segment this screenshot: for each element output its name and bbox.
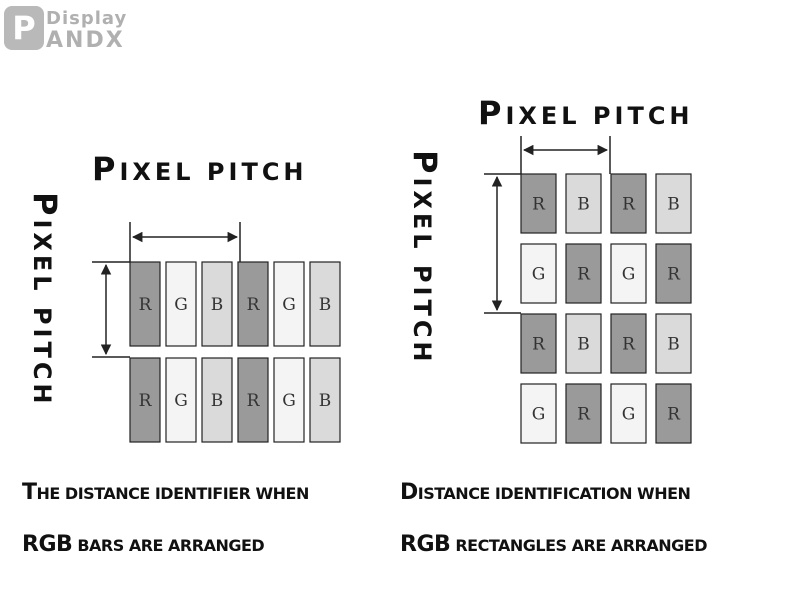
- right-cell-label-0-1: B: [577, 195, 590, 215]
- right-cell-2-2: [610, 313, 647, 374]
- right-cell-3-0: [520, 383, 557, 444]
- right-cell-1-2: [610, 243, 647, 304]
- right-cell-2-3: [655, 313, 692, 374]
- left-title-top: PIXEL PITCH: [92, 150, 308, 188]
- left-cell-0-0: [129, 261, 161, 347]
- right-cell-label-3-1: R: [577, 405, 591, 425]
- right-caption-line1: DISTANCE IDENTIFICATION WHEN: [400, 480, 691, 505]
- left-cell-1-5: [309, 357, 341, 443]
- left-cell-1-4: [273, 357, 305, 443]
- left-cell-label-0-4: G: [282, 295, 296, 315]
- right-cell-label-2-1: B: [577, 335, 590, 355]
- right-cell-3-3: [655, 383, 692, 444]
- left-cell-label-1-2: B: [211, 391, 224, 411]
- left-cell-1-3: [237, 357, 269, 443]
- right-cell-1-0: [520, 243, 557, 304]
- left-rgb-bar-grid: R G B R G B R G B R G B: [129, 261, 341, 443]
- left-cell-label-1-4: G: [282, 391, 296, 411]
- left-cell-0-4: [273, 261, 305, 347]
- logo-line2: ANDX: [46, 28, 125, 53]
- right-cell-label-3-2: G: [622, 405, 636, 425]
- left-cell-label-1-1: G: [174, 391, 188, 411]
- right-cell-0-2: [610, 173, 647, 234]
- left-cell-label-1-0: R: [139, 391, 153, 411]
- right-rgb-rect-grid: R B R B G R G R R B R B G R G R: [520, 173, 692, 444]
- logo: P Display ANDX: [4, 4, 144, 56]
- right-cell-0-3: [655, 173, 692, 234]
- logo-mark: P: [4, 6, 44, 50]
- left-cell-label-0-5: B: [319, 295, 332, 315]
- left-caption-line2: RGB BARS ARE ARRANGED: [22, 532, 265, 557]
- logo-line1: Display: [46, 8, 128, 29]
- right-cell-label-1-0: G: [532, 265, 546, 285]
- right-cell-2-0: [520, 313, 557, 374]
- left-cell-label-1-5: B: [319, 391, 332, 411]
- left-cell-label-1-3: R: [247, 391, 261, 411]
- right-cell-label-3-0: G: [532, 405, 546, 425]
- left-cell-1-1: [165, 357, 197, 443]
- right-cell-label-1-2: G: [622, 265, 636, 285]
- left-cell-label-0-1: G: [174, 295, 188, 315]
- left-cell-label-0-2: B: [211, 295, 224, 315]
- left-cell-label-0-3: R: [247, 295, 261, 315]
- left-cell-label-0-0: R: [139, 295, 153, 315]
- right-cell-label-0-0: R: [532, 195, 546, 215]
- left-cell-1-0: [129, 357, 161, 443]
- left-cell-1-2: [201, 357, 233, 443]
- right-title-top: PIXEL PITCH: [478, 94, 694, 132]
- right-cell-2-1: [565, 313, 602, 374]
- right-cell-1-3: [655, 243, 692, 304]
- right-cell-label-2-3: B: [667, 335, 680, 355]
- right-cell-label-0-3: B: [667, 195, 680, 215]
- left-caption-line1: THE DISTANCE IDENTIFIER WHEN: [22, 480, 309, 505]
- left-cell-0-3: [237, 261, 269, 347]
- right-cell-label-1-1: R: [577, 265, 591, 285]
- right-cell-1-1: [565, 243, 602, 304]
- right-cell-label-2-0: R: [532, 335, 546, 355]
- right-cell-label-3-3: R: [667, 405, 681, 425]
- right-cell-label-2-2: R: [622, 335, 636, 355]
- right-cell-label-0-2: R: [622, 195, 636, 215]
- left-cell-0-1: [165, 261, 197, 347]
- right-cell-0-0: [520, 173, 557, 234]
- left-cell-0-2: [201, 261, 233, 347]
- right-pitch-dimension: [484, 136, 611, 314]
- right-cell-label-1-3: R: [667, 265, 681, 285]
- right-cell-0-1: [565, 173, 602, 234]
- right-cell-3-2: [610, 383, 647, 444]
- left-cell-0-5: [309, 261, 341, 347]
- left-pitch-dimension: [92, 222, 241, 358]
- right-cell-3-1: [565, 383, 602, 444]
- right-caption-line2: RGB RECTANGLES ARE ARRANGED: [400, 532, 707, 557]
